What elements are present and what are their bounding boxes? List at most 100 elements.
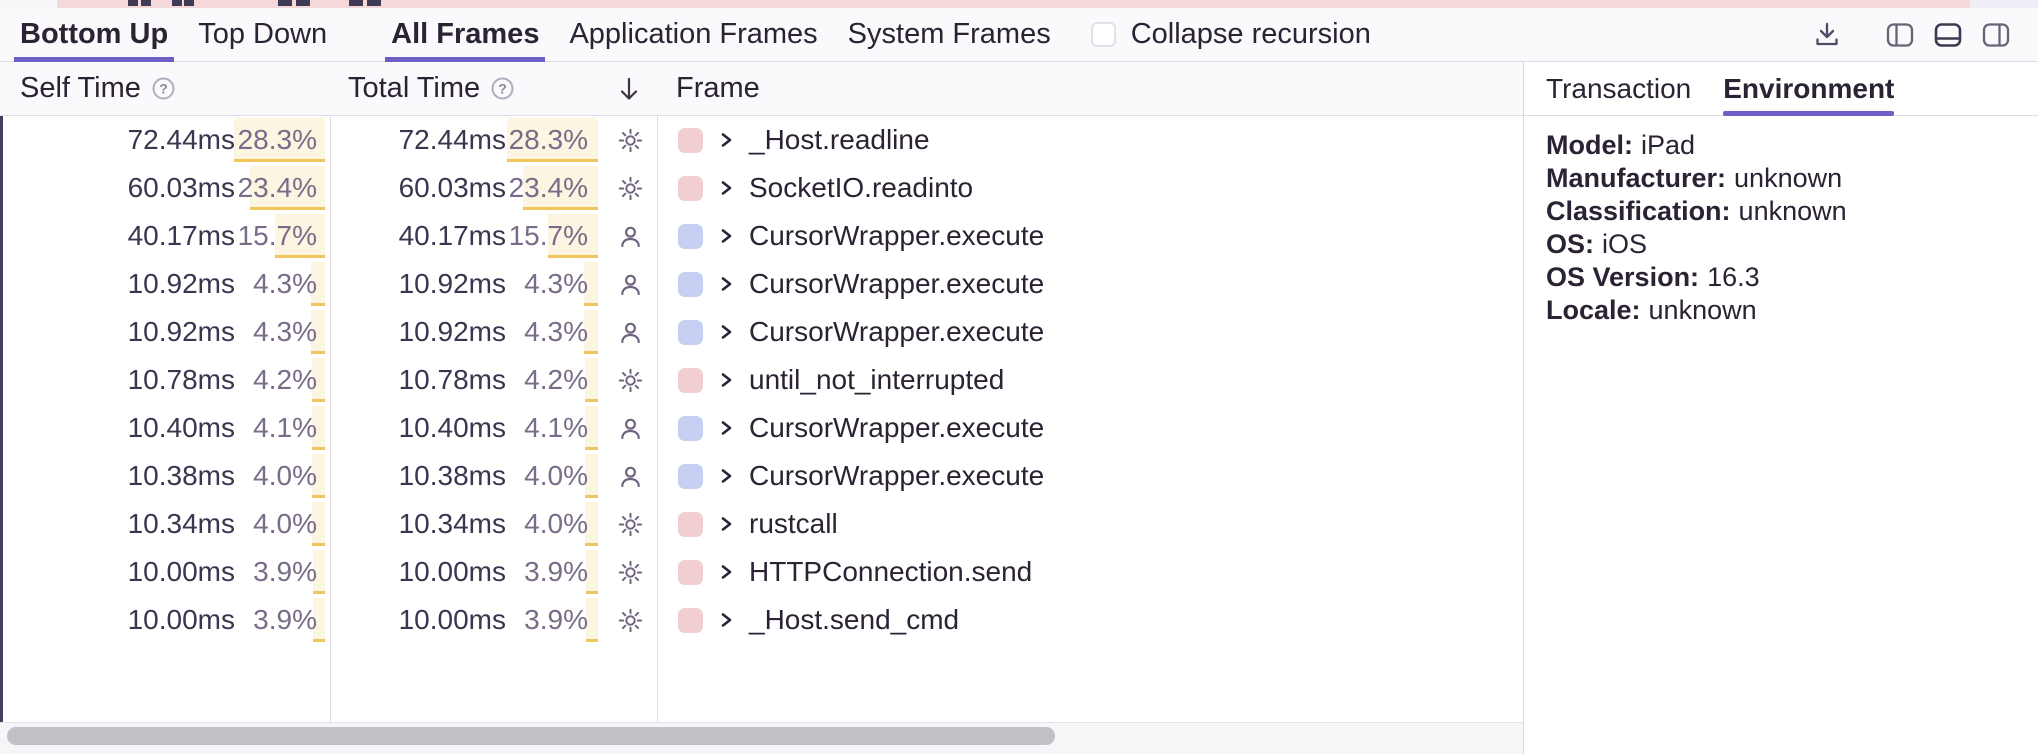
frame-type-icon-col [602,367,658,394]
self-time-value: 40.17ms [127,220,235,251]
expand-chevron-icon[interactable] [719,227,734,245]
total-time-percent-wrap: 4.0% [506,500,602,548]
table-row[interactable]: 10.92ms 4.3% 10.92ms 4.3% [0,260,1523,308]
self-time-cell: 60.03ms 23.4% [0,164,331,212]
frame-cell: CursorWrapper.execute [658,452,1523,500]
toolbar-tab[interactable]: All Frames [385,8,546,62]
horizontal-scrollbar-track[interactable] [0,722,1523,748]
total-time-percent-wrap: 4.3% [506,308,602,356]
help-icon[interactable]: ? [151,76,176,101]
total-time-value: 10.00ms [398,604,506,635]
collapse-recursion-checkbox[interactable] [1090,22,1116,47]
table-row[interactable]: 10.00ms 3.9% 10.00ms 3.9% [0,596,1523,644]
self-time-value: 72.44ms [127,124,235,155]
expand-chevron-icon[interactable] [719,611,734,629]
total-time-percent-bar [584,358,598,402]
total-time-value: 10.38ms [398,460,506,491]
table-row[interactable]: 10.92ms 4.3% 10.92ms 4.3% [0,308,1523,356]
self-time-percent: 4.3% [253,316,317,347]
self-time-header[interactable]: Self Time ? [0,62,331,115]
total-time-percent: 4.1% [524,412,588,443]
frame-header[interactable]: Frame [658,62,1523,115]
frame-cell: HTTPConnection.send [658,548,1523,596]
application-frame-person-icon [620,322,640,343]
table-row[interactable]: 72.44ms 28.3% 72.44ms 28.3% [0,116,1523,164]
total-time-header[interactable]: Total Time ? [331,62,658,115]
environment-field-value: 16.3 [1707,262,1760,292]
self-time-percent-bar [312,598,325,642]
environment-field: OS Version:16.3 [1546,261,2018,294]
total-time-cell: 10.40ms 4.1% [331,404,658,452]
self-time-cell: 10.34ms 4.0% [0,500,331,548]
toolbar-tab-label: Bottom Up [20,18,169,50]
self-time-percent-bar [274,214,325,258]
expand-chevron-icon[interactable] [719,515,734,533]
table-row[interactable]: 10.40ms 4.1% 10.40ms 4.1% [0,404,1523,452]
total-time-value: 10.40ms [398,412,506,443]
toolbar-tab[interactable]: System Frames [848,8,1051,61]
minimap-mark [141,0,151,6]
table-row[interactable]: 10.34ms 4.0% 10.34ms 4.0% [0,500,1523,548]
total-time-cell: 10.92ms 4.3% [331,308,658,356]
table-row[interactable]: 10.38ms 4.0% 10.38ms 4.0% [0,452,1523,500]
self-time-cell: 10.78ms 4.2% [0,356,331,404]
self-time-value: 10.38ms [127,460,235,491]
frame-name: CursorWrapper.execute [749,268,1045,299]
minimap-mark [184,0,194,6]
system-frame-gear-icon [618,368,642,392]
total-time-percent: 4.2% [524,364,588,395]
table-row[interactable]: 10.00ms 3.9% 10.00ms 3.9% [0,548,1523,596]
expand-chevron-icon[interactable] [719,131,734,149]
application-frame-person-icon [620,418,640,439]
side-panel-tab[interactable]: Transaction [1546,62,1691,115]
frame-name: SocketIO.readinto [749,172,974,203]
collapse-recursion-group: Collapse recursion [1090,8,1371,61]
frame-type-icon-col [602,175,658,202]
expand-chevron-icon[interactable] [719,419,734,437]
panel-right-icon[interactable] [1980,19,2012,51]
self-time-percent: 23.4% [237,172,317,203]
table-row[interactable]: 40.17ms 15.7% 40.17ms 15.7% [0,212,1523,260]
panel-bottom-icon[interactable] [1932,19,1964,51]
table-row[interactable]: 10.78ms 4.2% 10.78ms 4.2% [0,356,1523,404]
frame-color-chip [678,511,703,537]
expand-chevron-icon[interactable] [719,179,734,197]
toolbar-tab[interactable]: Top Down [198,8,327,61]
frame-cell: CursorWrapper.execute [658,260,1523,308]
total-time-percent-wrap: 3.9% [506,596,602,644]
toolbar-tab-label: All Frames [391,18,540,50]
expand-chevron-icon[interactable] [719,467,734,485]
expand-chevron-icon[interactable] [719,323,734,341]
expand-chevron-icon[interactable] [719,275,734,293]
frame-cell: CursorWrapper.execute [658,308,1523,356]
panel-left-icon[interactable] [1884,19,1916,51]
side-panel-tab[interactable]: Environment [1723,62,1895,116]
environment-field-value: iPad [1641,130,1696,160]
download-icon[interactable] [1812,20,1842,50]
horizontal-scrollbar-thumb[interactable] [7,727,1055,745]
sort-descending-icon[interactable] [616,74,642,104]
table-body: 72.44ms 28.3% 72.44ms 28.3% [0,116,1523,644]
total-time-cell: 10.78ms 4.2% [331,356,658,404]
toolbar-tab[interactable]: Bottom Up [13,8,175,62]
frame-cell: _Host.readline [658,116,1523,164]
environment-field-label: Model: [1546,130,1633,160]
self-time-percent-wrap: 4.3% [235,260,331,308]
total-time-percent: 28.3% [508,124,588,155]
self-time-cell: 10.00ms 3.9% [0,596,331,644]
table-row[interactable]: 60.03ms 23.4% 60.03ms 23.4% [0,164,1523,212]
flamegraph-minimap-strip[interactable] [0,0,2038,8]
self-time-percent: 4.0% [253,460,317,491]
total-time-percent: 23.4% [508,172,588,203]
frame-color-chip [678,559,703,585]
expand-chevron-icon[interactable] [719,371,734,389]
svg-text:?: ? [498,81,507,97]
self-time-cell: 72.44ms 28.3% [0,116,331,164]
expand-chevron-icon[interactable] [719,563,734,581]
total-time-percent-bar [585,454,598,498]
frame-color-chip [678,367,703,393]
toolbar-tab[interactable]: Application Frames [569,8,817,61]
help-icon[interactable]: ? [490,76,515,101]
self-time-percent-bar [250,166,325,210]
environment-field-value: unknown [1734,163,1843,193]
